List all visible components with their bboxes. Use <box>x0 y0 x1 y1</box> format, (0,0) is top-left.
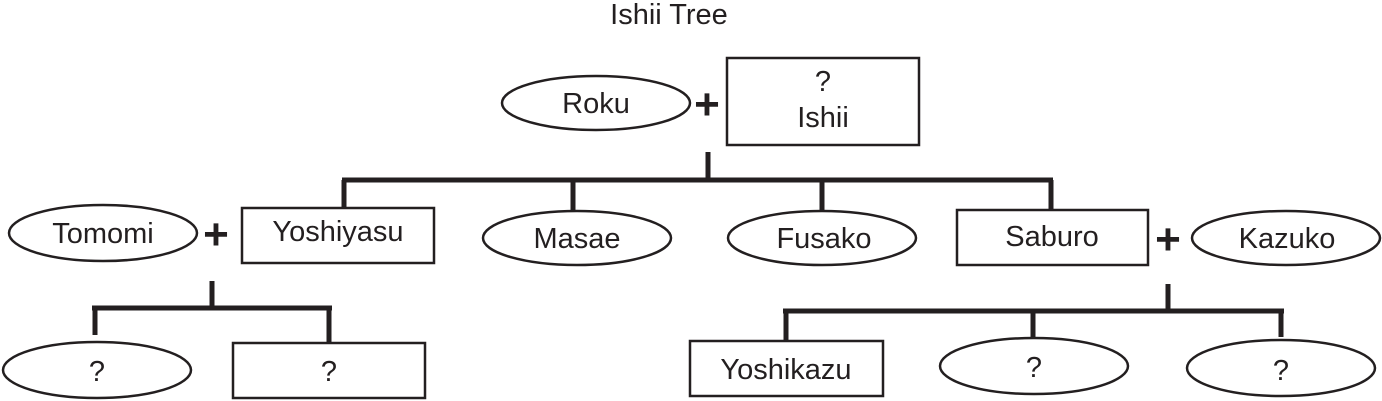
person-name: Yoshiyasu <box>272 216 403 248</box>
person-child-c: ? <box>938 336 1130 396</box>
person-name: ? <box>1026 352 1042 384</box>
male-node-shape <box>240 206 436 265</box>
person-yoshikazu: Yoshikazu <box>688 339 885 398</box>
person-name: ? <box>89 356 105 388</box>
person-tomomi: Tomomi <box>7 203 199 263</box>
person-saburo: Saburo <box>955 208 1150 267</box>
person-child-d: ? <box>1185 338 1377 398</box>
marriage-plus-saburo-kazuko: + <box>1155 215 1181 264</box>
female-node-shape <box>1190 209 1382 267</box>
male-node-shape <box>688 339 885 398</box>
person-family-name: Ishii <box>797 102 849 134</box>
person-yoshiyasu: Yoshiyasu <box>240 206 436 265</box>
person-kazuko: Kazuko <box>1190 209 1382 267</box>
person-fusako: Fusako <box>726 209 918 267</box>
person-child-a: ? <box>1 340 193 400</box>
female-node-shape <box>7 203 199 263</box>
person-given-name: ? <box>815 66 831 98</box>
female-node-shape <box>500 74 692 132</box>
person-name: ? <box>321 356 337 388</box>
marriage-plus-tomomi-yoshiyasu: + <box>203 210 229 259</box>
person-name: Saburo <box>1005 221 1099 253</box>
marriage-plus-roku-ishii: + <box>694 80 720 129</box>
diagram-title: Ishii Tree <box>610 0 728 31</box>
male-node-shape <box>725 56 921 147</box>
connector-lines <box>92 152 1284 343</box>
person-masae: Masae <box>481 209 673 267</box>
female-node-shape <box>1185 338 1377 398</box>
person-roku: Roku <box>500 74 692 132</box>
female-node-shape <box>481 209 673 267</box>
male-node-shape <box>955 208 1150 267</box>
person-child-b: ? <box>231 341 427 400</box>
person-name: ? <box>1273 355 1289 387</box>
person-name: Yoshikazu <box>720 354 851 386</box>
female-node-shape <box>726 209 918 267</box>
person-name: Roku <box>562 88 630 120</box>
person-name: Masae <box>533 223 620 255</box>
person-name: Tomomi <box>52 218 154 250</box>
person-name: Fusako <box>776 223 871 255</box>
male-node-shape <box>231 341 427 400</box>
female-node-shape <box>938 336 1130 396</box>
female-node-shape <box>1 340 193 400</box>
person-ishii: ? Ishii <box>725 56 921 147</box>
person-name: Kazuko <box>1239 223 1336 255</box>
